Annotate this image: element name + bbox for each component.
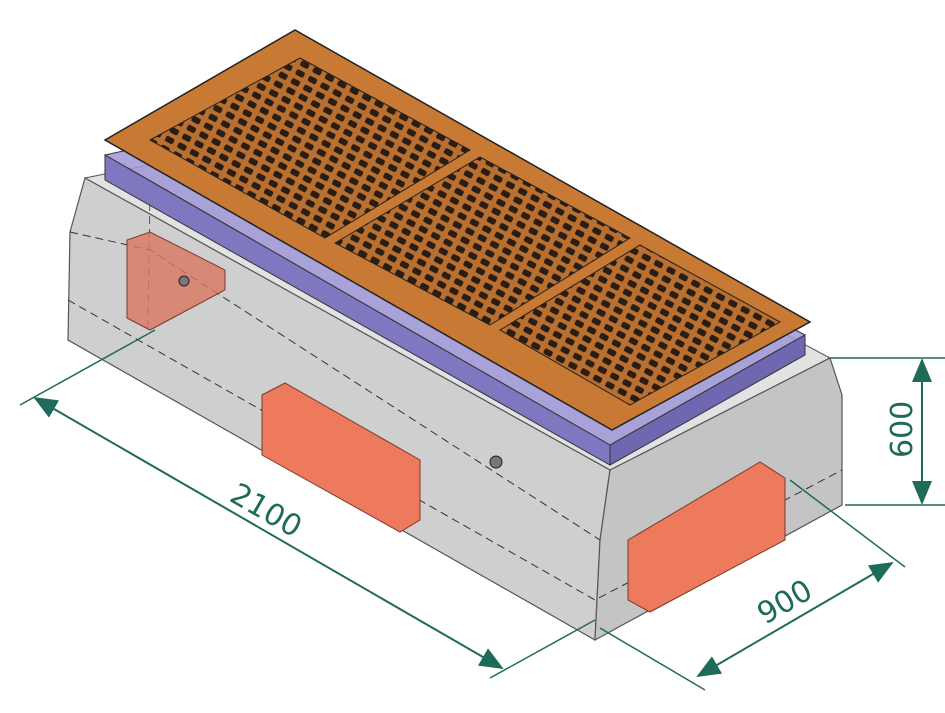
lifting-anchor <box>178 275 190 287</box>
knockout-block-left <box>126 231 226 331</box>
grate-section-2 <box>333 156 631 326</box>
length-label: 2100 <box>224 477 308 545</box>
height-label: 600 <box>885 401 920 458</box>
grate-section-3 <box>499 244 782 406</box>
grate-section-1 <box>148 57 472 239</box>
frame-side-right <box>609 334 806 466</box>
dimension-height: 600 <box>828 357 945 506</box>
grating-cover <box>103 29 812 431</box>
knockout-block-right <box>627 461 786 613</box>
width-label: 900 <box>752 573 819 632</box>
lifting-anchor <box>489 455 503 469</box>
